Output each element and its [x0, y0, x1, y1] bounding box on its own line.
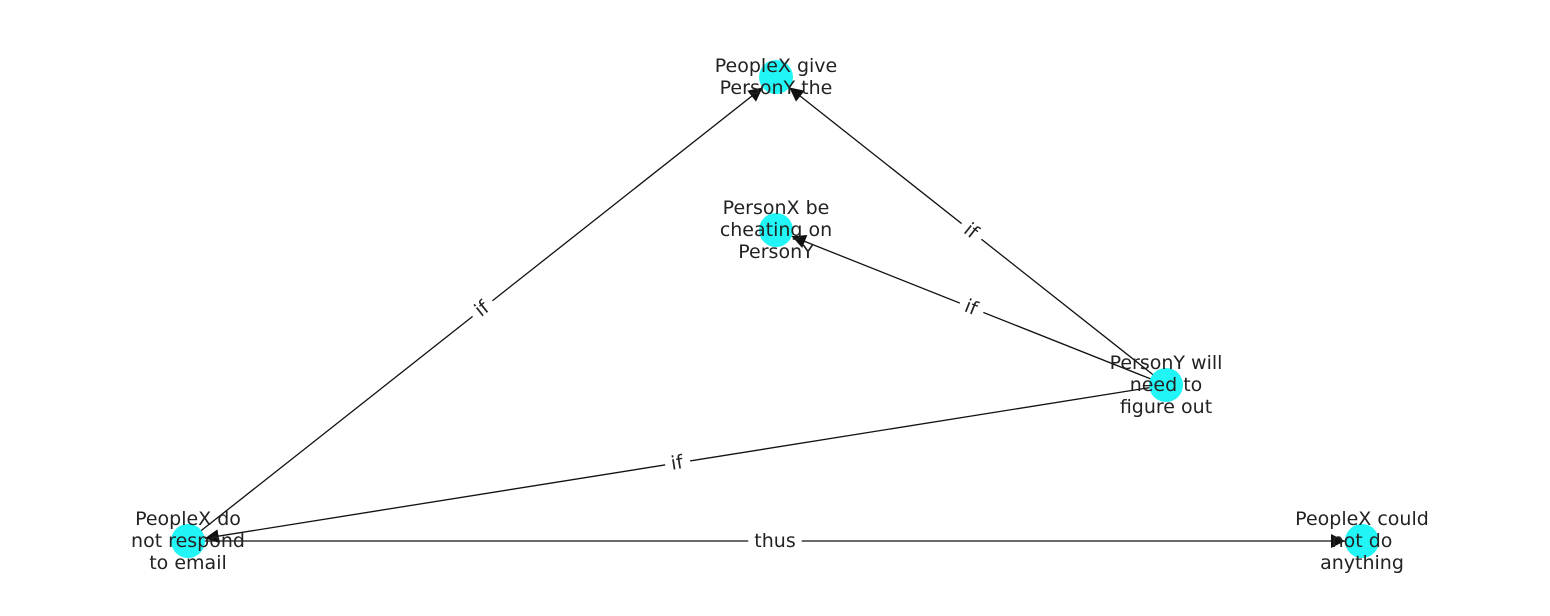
node-layer — [171, 60, 1379, 558]
node-label-line: not respond — [131, 530, 245, 552]
edge-label-group: thus — [748, 529, 802, 553]
edge-label: if — [669, 451, 686, 475]
node-figure[interactable] — [1149, 368, 1183, 402]
node-label-line: PersonX be — [723, 197, 830, 219]
node-label-line: PersonY the — [720, 77, 833, 99]
edge-label-background — [748, 529, 802, 553]
node-respond[interactable] — [171, 524, 205, 558]
node-label-line: PeopleX give — [715, 55, 837, 77]
edge-label-group: if — [954, 214, 989, 249]
node-label-line: anything — [1320, 552, 1404, 574]
edge-label-background — [663, 449, 693, 477]
node-label-line: to email — [149, 552, 227, 574]
edge-layer — [187, 87, 1345, 548]
edge-label-background — [954, 214, 989, 249]
node-label-line: PeopleX do — [135, 508, 241, 530]
node-cheat[interactable] — [759, 213, 793, 247]
node-nothing[interactable] — [1345, 524, 1379, 558]
node-label-line: cheating on — [720, 219, 832, 241]
node-label-line: PersonY — [738, 241, 814, 263]
node-label-line: figure out — [1120, 396, 1212, 418]
edge-label-background — [465, 291, 500, 326]
node-label-line: PersonY will — [1110, 352, 1223, 374]
edge-label-group: if — [955, 291, 988, 324]
edge-label-background — [955, 291, 988, 324]
node-give[interactable] — [759, 60, 793, 94]
node-label-line: PeopleX could — [1295, 508, 1429, 530]
edge-label-group: if — [663, 449, 693, 477]
node-label-line: need to — [1130, 374, 1203, 396]
edge-label-group: if — [465, 291, 500, 326]
node-label-line: not do — [1332, 530, 1393, 552]
edge-label: thus — [754, 530, 795, 552]
